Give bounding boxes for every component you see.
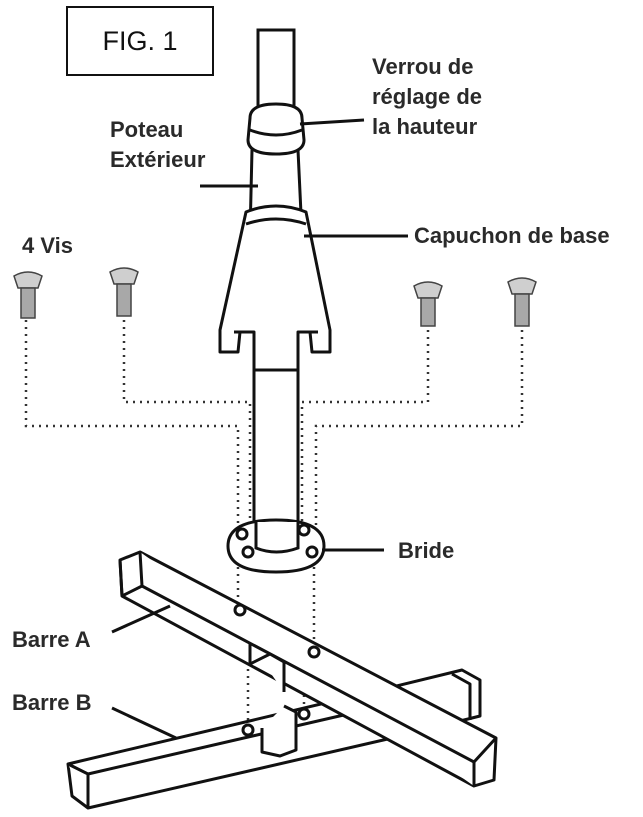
leader-lines [111,118,408,740]
label-screws: 4 Vis [22,233,73,258]
label-outer-pole: Poteau Extérieur [110,115,205,175]
screw-2 [109,267,139,317]
label-flange: Bride [398,538,455,563]
inner-pole [252,348,300,547]
screw-1 [13,271,43,319]
label-outer-pole-line-1: Poteau [110,117,184,142]
guide-line-screw-4 [314,330,524,545]
flange [226,518,326,574]
guide-line-screw-2 [122,320,252,545]
leader-line-lock [299,118,365,126]
label-height-lock: Verrou de réglage de la hauteur [372,52,482,142]
label-bar-a: Barre A [12,627,91,652]
leader-line-bar-b [111,706,177,740]
label-height-lock-line-2: réglage de [372,84,483,109]
label-bar-b: Barre B [12,690,92,715]
screws [13,267,537,327]
height-lock [246,102,306,156]
label-outer-pole-line-2: Extérieur [110,147,206,172]
screw-3 [413,281,443,327]
base-cap [218,204,332,372]
figure-title: FIG. 1 [66,6,214,76]
leader-line-bar-a [111,604,171,634]
label-base-cap: Capuchon de base [414,223,610,248]
guide-line-screw-1 [24,320,240,545]
label-height-lock-line-3: la hauteur [372,114,478,139]
label-height-lock-line-1: Verrou de [372,54,474,79]
screw-4 [507,277,537,327]
bar-a [118,550,498,788]
guide-line-screw-3 [300,330,430,545]
